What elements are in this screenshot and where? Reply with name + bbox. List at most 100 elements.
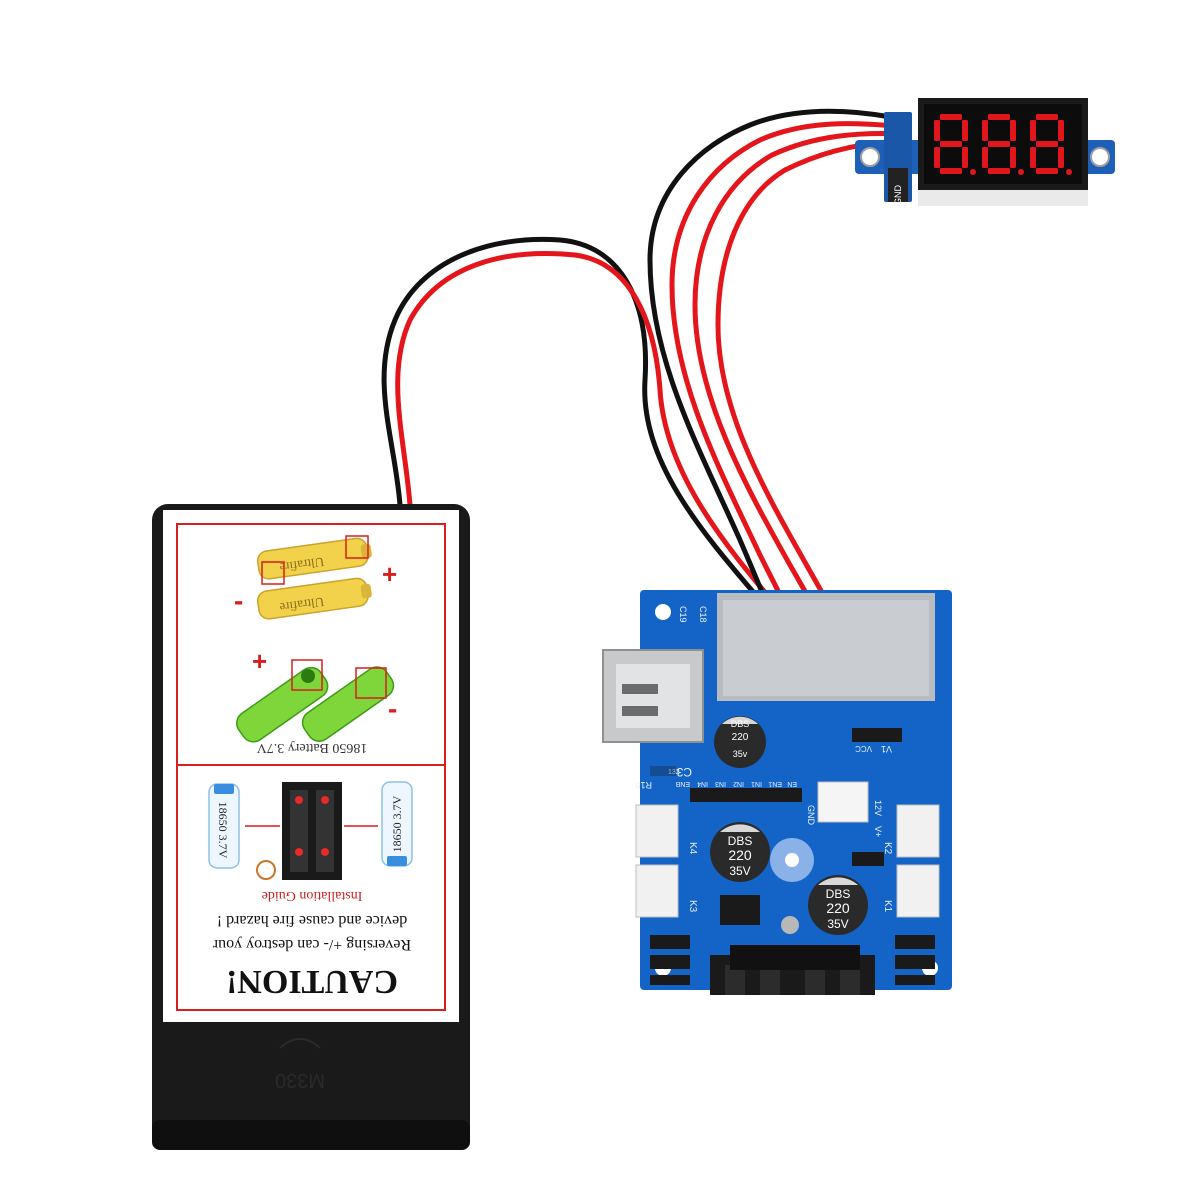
silk-c18: C18 — [698, 606, 708, 623]
holder-dot — [321, 848, 329, 856]
board-hole — [655, 604, 671, 620]
silk-en: EN — [787, 780, 797, 787]
terminal-box-2 — [345, 535, 369, 559]
connector-k1 — [896, 864, 940, 918]
digit-segment — [988, 114, 1010, 120]
silk-c19: C19 — [678, 606, 688, 623]
digit-segment — [940, 141, 962, 147]
install-label: Installation Guide — [262, 888, 363, 903]
silk-k1: K1 — [882, 900, 893, 913]
silk-enb: ENB — [675, 780, 690, 787]
aa-battery-bottom — [256, 577, 372, 620]
green-cell-left — [236, 666, 329, 743]
minus-sign-cell: - — [388, 693, 397, 724]
silk-vcc: VCC — [855, 744, 872, 753]
silk-r18: R18 — [635, 780, 652, 790]
wire-coil — [256, 860, 276, 880]
usb-inner — [616, 664, 690, 728]
cell-left-cap — [214, 784, 234, 794]
cell-right-cap — [387, 856, 407, 866]
connector-main — [817, 781, 869, 823]
digit-segment — [988, 168, 1010, 174]
holder-dot — [295, 848, 303, 856]
plus-sign-cell: + — [252, 646, 267, 676]
digit-segment — [940, 168, 962, 174]
terminal-box-4 — [355, 667, 387, 699]
digit-segment — [934, 120, 940, 141]
terminal-box-3 — [291, 659, 323, 691]
silk-in4: IN4 — [697, 780, 708, 787]
lid-mark: M330 — [275, 1069, 325, 1091]
driver-board: 220 DBS 220 35V DBS 220 35V — [602, 590, 952, 995]
cap-small-line3: 35v — [733, 749, 748, 759]
heatsink-screw — [781, 916, 799, 934]
minus-sign-aa: - — [234, 585, 243, 616]
connector-k3 — [635, 864, 679, 918]
cap-small-line1: DBS — [731, 719, 750, 729]
voltmeter-module: GND — [855, 98, 1115, 206]
cap-2-line1: DBS — [728, 834, 753, 848]
cap-3-line3: 35V — [827, 917, 848, 931]
digit-segment — [1030, 147, 1036, 168]
pin-housing — [888, 168, 908, 202]
aa-brand-bottom: Ultrafire — [278, 594, 325, 615]
digit-segment — [962, 147, 968, 168]
sticker-border — [176, 523, 446, 1011]
silk-in2: IN2 — [733, 780, 744, 787]
silk-gnd: GND — [806, 805, 816, 826]
rf-shield-top — [723, 600, 929, 696]
aa-brand-top: Ultrafire — [278, 554, 325, 575]
lid-ridge — [279, 1038, 321, 1049]
cap-3-line1: DBS — [826, 887, 851, 901]
header-left — [650, 935, 690, 985]
capacitor-2: DBS 220 35V — [710, 822, 770, 882]
cap-2-line2: 220 — [728, 847, 752, 863]
silk-in3: IN3 — [715, 780, 726, 787]
silk-k3: K3 — [687, 900, 698, 913]
cell-label-right: 18650 3.7V — [390, 795, 404, 852]
green-cell-right — [301, 666, 395, 742]
mount-hole-left — [860, 147, 880, 167]
digit-segment — [982, 147, 988, 168]
silk-12v: 12V — [873, 800, 883, 816]
digit-segment — [934, 147, 940, 168]
pin-label: GND — [893, 185, 903, 206]
battery-box-lid-edge — [152, 1120, 470, 1150]
digit-segment — [1010, 147, 1016, 168]
silk-ctrl: EN1 — [768, 780, 782, 787]
usb-slot — [622, 684, 658, 694]
caution-line1: Reversing +/- can destroy your — [212, 936, 411, 953]
silk-ic: 132 — [668, 769, 680, 776]
digit-segment — [982, 120, 988, 141]
capacitor-1: 220 — [714, 716, 766, 768]
silk-v1: V1 — [881, 744, 892, 754]
digit-segment — [1030, 120, 1036, 141]
digit-group — [934, 114, 1072, 175]
cell-terminal — [301, 669, 315, 683]
cap-2-line3: 35V — [729, 864, 750, 878]
digit-segment — [1010, 120, 1016, 141]
smd-part — [650, 766, 676, 776]
holder-slot-left — [290, 790, 308, 872]
digit-segment — [988, 141, 1010, 147]
cell-label-left: 18650 3.7V — [216, 802, 230, 859]
decimal-point — [970, 169, 976, 175]
heatsink-fin — [760, 965, 780, 995]
caution-title: CAUTION! — [226, 963, 398, 1000]
silk-k2: K2 — [882, 842, 893, 855]
digit-segment — [1036, 114, 1058, 120]
connector-k2 — [896, 804, 940, 858]
display-bottom-edge — [918, 190, 1088, 206]
jumper — [852, 852, 884, 866]
heatsink-fin — [840, 965, 860, 995]
battery-box: Ultrafire Ultrafire + - + - 18650 Batter… — [152, 504, 470, 1150]
decimal-point — [1018, 169, 1024, 175]
digit-segment — [962, 120, 968, 141]
silk-vplus: V+ — [873, 826, 883, 837]
silk-k4: K4 — [687, 842, 698, 855]
holder-dot — [295, 796, 303, 804]
driver-chip — [730, 945, 860, 970]
heatsink-fin — [805, 965, 825, 995]
holder-slot-right — [316, 790, 334, 872]
